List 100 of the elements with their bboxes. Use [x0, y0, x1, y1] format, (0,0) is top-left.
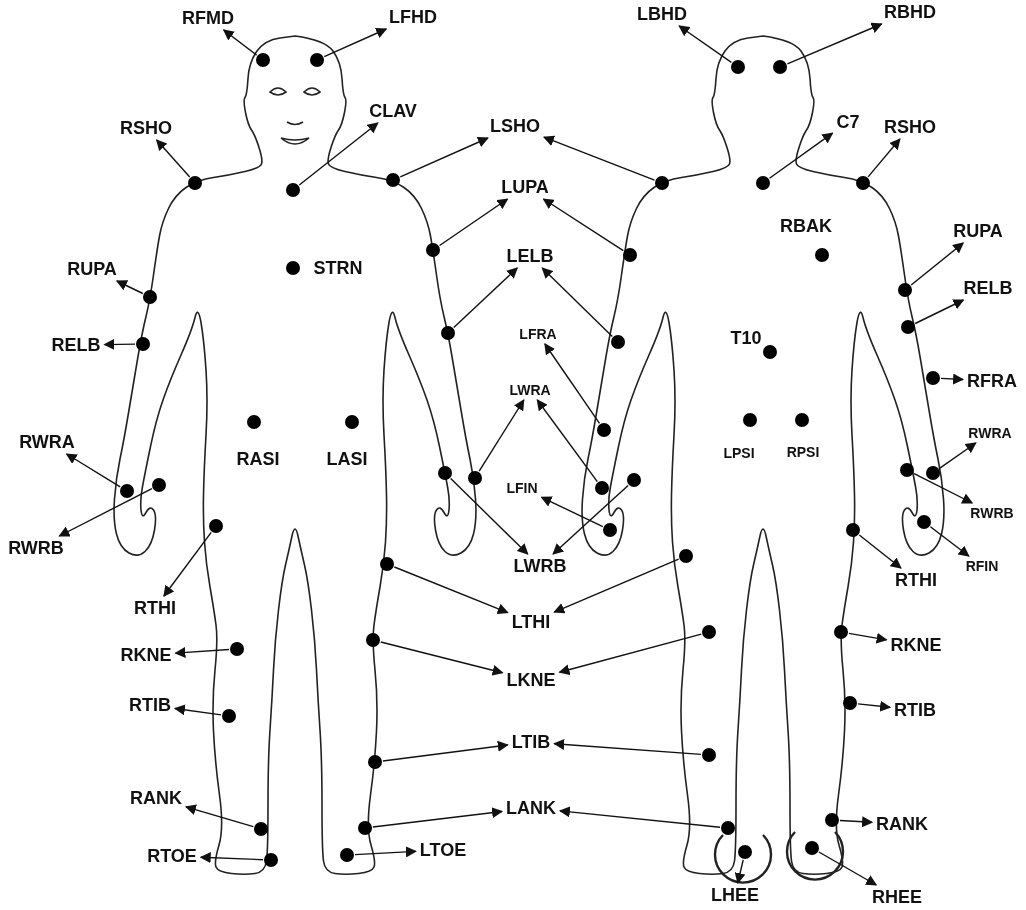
marker-dot	[738, 845, 752, 859]
marker-dot	[805, 841, 819, 855]
marker-dot	[721, 821, 735, 835]
leader-arrow	[58, 487, 153, 537]
marker-label: LBHD	[635, 4, 689, 24]
marker-dot	[247, 415, 261, 429]
marker-dot	[597, 423, 611, 437]
marker-label: RTHI	[132, 598, 178, 618]
marker-dot	[825, 813, 839, 827]
marker-dot	[286, 183, 300, 197]
marker-label: RWRB	[968, 505, 1016, 521]
leader-arrow	[541, 267, 613, 338]
marker-label: LFRA	[517, 326, 559, 342]
leader-arrow	[857, 700, 892, 712]
marker-dot	[358, 821, 372, 835]
leader-arrow	[103, 338, 136, 350]
leader-arrow	[450, 477, 529, 555]
marker-label: STRN	[312, 258, 364, 278]
leader-arrow	[553, 558, 680, 614]
marker-label: RTIB	[127, 695, 173, 715]
marker-label: RWRB	[6, 538, 66, 558]
marker-dot	[188, 176, 202, 190]
marker-label: RFMD	[180, 8, 236, 28]
leader-arrow	[155, 139, 191, 178]
leader-arrow	[678, 25, 733, 64]
marker-dot	[926, 466, 940, 480]
marker-dot	[310, 53, 324, 67]
leader-arrow	[184, 804, 254, 828]
marker-dot	[254, 822, 268, 836]
leader-arrow	[786, 22, 883, 65]
leader-arrow	[438, 198, 509, 247]
marker-label: RKNE	[888, 635, 944, 655]
leader-arrow	[399, 137, 489, 178]
marker-dot	[366, 633, 380, 647]
marker-label: LANK	[504, 798, 558, 818]
marker-dot	[815, 248, 829, 262]
marker-label: RELB	[49, 335, 103, 355]
leader-arrow	[938, 442, 977, 470]
leader-arrow	[910, 242, 965, 286]
leader-arrow	[552, 484, 629, 555]
leader-arrow	[323, 28, 388, 58]
marker-dot	[900, 463, 914, 477]
marker-dot	[731, 60, 745, 74]
marker-dot	[152, 478, 166, 492]
marker-label: T10	[729, 328, 763, 348]
marker-label: RUPA	[65, 259, 119, 279]
leader-arrow	[540, 496, 604, 528]
leader-arrow	[222, 29, 258, 56]
leader-arrow	[115, 280, 144, 295]
leader-arrow	[173, 704, 222, 716]
leader-arrow	[199, 852, 264, 864]
marker-dot	[834, 625, 848, 639]
leader-arrow	[453, 267, 518, 329]
marker-dot	[468, 471, 482, 485]
marker-label: RSHO	[118, 118, 174, 138]
leader-arrow	[553, 738, 702, 756]
marker-dot	[438, 466, 452, 480]
marker-label: LASI	[325, 449, 369, 469]
leader-arrow	[382, 740, 509, 762]
leader-arrow	[372, 807, 504, 828]
leader-arrow	[393, 566, 509, 614]
marker-dot	[846, 523, 860, 537]
leader-arrow	[914, 299, 965, 325]
marker-dot	[368, 755, 382, 769]
marker-dot	[143, 290, 157, 304]
marker-label: CLAV	[367, 101, 419, 121]
leader-arrow	[558, 633, 702, 676]
marker-label: RTHI	[893, 570, 939, 590]
marker-label: LFHD	[387, 7, 439, 27]
marker-label: RASI	[235, 449, 281, 469]
marker-dot	[286, 261, 300, 275]
marker-label: RELB	[961, 278, 1015, 298]
leader-arrow	[380, 641, 504, 676]
marker-dot	[256, 53, 270, 67]
marker-label: C7	[834, 112, 862, 132]
leader-arrow	[734, 859, 746, 885]
marker-label: LUPA	[499, 177, 551, 197]
marker-dot	[901, 320, 915, 334]
marker-dot	[595, 481, 609, 495]
marker-dot	[856, 176, 870, 190]
marker-dot	[264, 853, 278, 867]
marker-label: LFIN	[504, 480, 540, 496]
leader-arrow	[558, 806, 721, 828]
marker-label: LWRA	[507, 382, 553, 398]
marker-dot	[120, 484, 134, 498]
marker-dot	[380, 557, 394, 571]
marker-label: LSHO	[488, 116, 542, 136]
marker-label: RSHO	[882, 117, 938, 137]
marker-label: RBAK	[779, 216, 833, 236]
marker-label: RKNE	[118, 645, 174, 665]
marker-dot	[603, 523, 617, 537]
marker-dot	[679, 549, 693, 563]
marker-label: LTHI	[509, 612, 553, 632]
marker-dot	[763, 345, 777, 359]
leader-arrow	[354, 846, 417, 858]
marker-label: LWRB	[511, 556, 569, 576]
marker-dot	[795, 413, 809, 427]
marker-label: RANK	[128, 788, 184, 808]
leader-arrow	[940, 373, 965, 385]
marker-label: RTIB	[892, 700, 938, 720]
